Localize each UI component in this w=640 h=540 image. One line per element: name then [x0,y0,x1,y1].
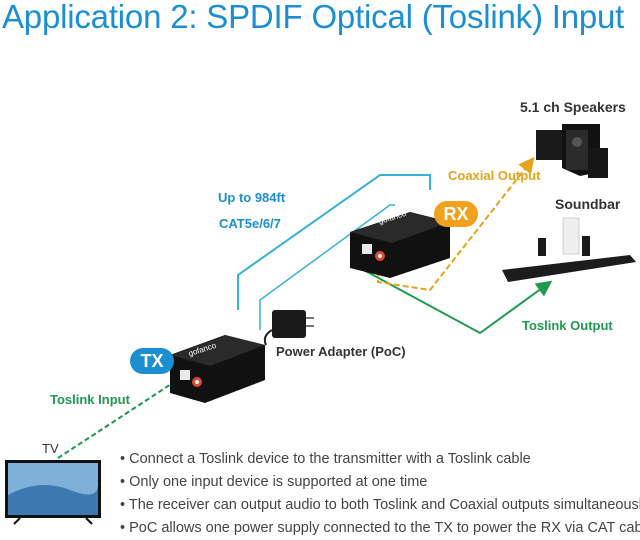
toslink-input-label: Toslink Input [50,392,130,407]
tx-badge: TX [130,348,174,374]
distance-label: Up to 984ft [218,190,285,205]
soundbar-icon [502,218,636,282]
tx-device [170,335,265,403]
rx-badge: RX [434,201,478,227]
toslink-output-label: Toslink Output [522,318,613,333]
rx-device [350,212,450,278]
note-item: Connect a Toslink device to the transmit… [120,448,640,471]
speakers-icon [536,124,608,178]
speakers-label: 5.1 ch Speakers [520,99,626,115]
power-adapter-label: Power Adapter (PoC) [276,344,406,359]
note-item: The receiver can output audio to both To… [120,494,640,517]
tv-icon [5,460,101,524]
power-adapter-icon [265,310,314,345]
cable-type-label: CAT5e/6/7 [219,216,281,231]
tv-label: TV [42,441,59,456]
note-item: PoC allows one power supply connected to… [120,517,640,540]
soundbar-label: Soundbar [555,196,620,212]
toslink-input-cable [58,375,185,458]
coaxial-output-label: Coaxial Output [448,168,540,183]
notes-list: Connect a Toslink device to the transmit… [120,448,640,540]
note-item: Only one input device is supported at on… [120,471,640,494]
